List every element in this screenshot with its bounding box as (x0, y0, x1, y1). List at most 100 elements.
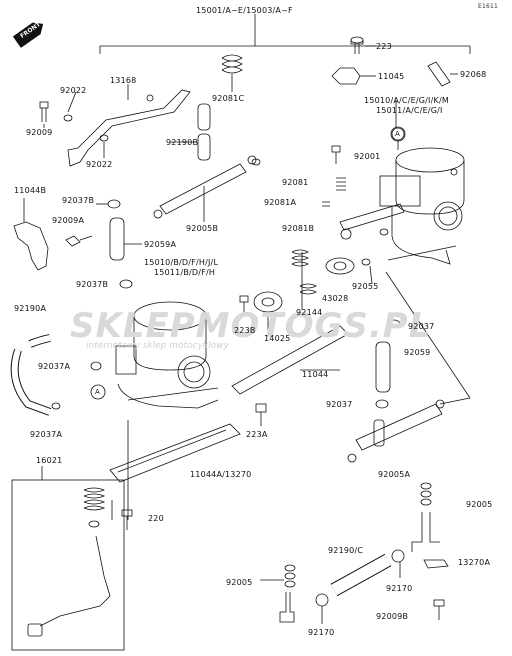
label-13168: 13168 (110, 76, 137, 85)
screw-92001 (331, 145, 341, 164)
label-92005a: 92005A (378, 470, 411, 479)
label-220: 220 (148, 514, 164, 523)
shaft-92005b (153, 103, 257, 222)
inset-16021 (11, 466, 125, 651)
label-11044a: 11044A/13270 (190, 470, 252, 479)
bracket-13168 (67, 84, 191, 167)
label-92190c: 92190/C (328, 546, 364, 555)
label-92068: 92068 (460, 70, 487, 79)
needle-14025 (253, 291, 283, 330)
hose-92190a (10, 334, 52, 416)
watermark-right: GS.PL (314, 306, 432, 346)
label-13270a: 13270A (458, 558, 491, 567)
oring-right (251, 158, 389, 236)
rod-92081a (322, 201, 405, 240)
spring-92081b (291, 249, 309, 267)
label-223b: 223B (234, 326, 256, 335)
label-92009: 92009 (26, 128, 53, 137)
gasket-11044a (109, 423, 241, 483)
label-15010-left: 15010/B/D/F/H/J/L (144, 258, 219, 267)
tube-92068 (427, 61, 458, 87)
marker-a-right (390, 126, 406, 142)
oring-92005-left (284, 564, 296, 588)
label-92022a: 92022 (60, 86, 87, 95)
watermark-brand: SKLEPMOTOGS.PL (70, 306, 431, 346)
label-11044: 11044 (302, 370, 329, 379)
marker-a-left (90, 384, 106, 400)
fitting-13270a (411, 512, 449, 569)
diaphragm-43028 (325, 257, 355, 275)
watermark-mid: MOTO (195, 306, 315, 346)
label-11045: 11045 (378, 72, 405, 81)
bolt-92009a (65, 235, 93, 247)
cap-92037-right (387, 319, 401, 329)
washer-92022b (99, 134, 109, 158)
clip-92170-bot (315, 593, 329, 624)
tube-92059 (375, 341, 391, 393)
label-92081c: 92081C (212, 94, 245, 103)
label-92081a: 92081A (264, 198, 297, 207)
label-92059: 92059 (404, 348, 431, 357)
label-11044b: 11044B (14, 186, 47, 195)
leader-lines (111, 252, 471, 520)
label-92190a: 92190A (14, 304, 47, 313)
label-14025: 14025 (264, 334, 291, 343)
fitting-92005a (347, 399, 445, 463)
label-15011-right: 15011/A/C/E/G/I (376, 106, 443, 115)
cap-92037-mid (375, 399, 389, 409)
label-92022b: 92022 (86, 160, 113, 169)
oring-92055 (361, 258, 373, 285)
label-92037b-top: 92037B (62, 196, 95, 205)
cover-11045 (331, 67, 376, 85)
bolt-92009 (39, 101, 49, 128)
screw-220 (121, 509, 133, 530)
label-92009b: 92009B (376, 612, 409, 621)
label-92005-right: 92005 (466, 500, 493, 509)
cap-92037b-mid (119, 279, 133, 289)
label-92037a-bottom: 92037A (30, 430, 63, 439)
label-15010-right: 15010/A/C/E/G/I/K/M (364, 96, 449, 105)
label-92170-mid: 92170 (386, 584, 413, 593)
carburetor-right (379, 100, 465, 265)
cap-92037a (51, 361, 102, 410)
bracket-11044b (13, 198, 49, 271)
label-92190b: 92190B (166, 138, 199, 147)
watermark-tagline: internetowy sklep motocyklowy (86, 341, 229, 351)
label-92037a: 92037A (38, 362, 71, 371)
label-92170-bot: 92170 (308, 628, 335, 637)
label-223a: 223A (246, 430, 268, 439)
label-92081: 92081 (282, 178, 309, 187)
label-92081b: 92081B (282, 224, 315, 233)
label-92037-mid: 92037 (326, 400, 353, 409)
label-92037b-mid: 92037B (76, 280, 109, 289)
label-223-top: 223 (376, 42, 392, 51)
label-92055: 92055 (352, 282, 379, 291)
label-15011-left: 15011/B/D/F/H (154, 268, 216, 277)
label-16021: 16021 (36, 456, 63, 465)
page-id: E1611 (478, 3, 499, 10)
label-92037-right: 92037 (408, 322, 435, 331)
header-label: 15001/A~E/15003/A~F (196, 6, 293, 15)
label-92005-left: 92005 (226, 578, 253, 587)
bolt-92009b (433, 599, 445, 620)
screw-223b (239, 295, 249, 316)
oring-92005-right (420, 482, 432, 506)
marker-a-left-label: A (95, 388, 100, 396)
spring-92144 (299, 283, 317, 295)
label-92001: 92001 (354, 152, 381, 161)
header-bracket (99, 14, 471, 54)
label-92009a: 92009A (52, 216, 85, 225)
washer-92022a (63, 91, 77, 122)
label-92059a: 92059A (144, 240, 177, 249)
label-92144: 92144 (296, 308, 323, 317)
marker-a-right-label: A (395, 130, 400, 138)
tube-92059a (109, 217, 142, 261)
label-92005b: 92005B (186, 224, 219, 233)
screw-223a (255, 403, 267, 426)
carburetor-left (115, 301, 219, 409)
linkage-11044 (231, 325, 349, 395)
spring-92081-right (336, 177, 346, 191)
clip-92170-mid (391, 549, 405, 578)
